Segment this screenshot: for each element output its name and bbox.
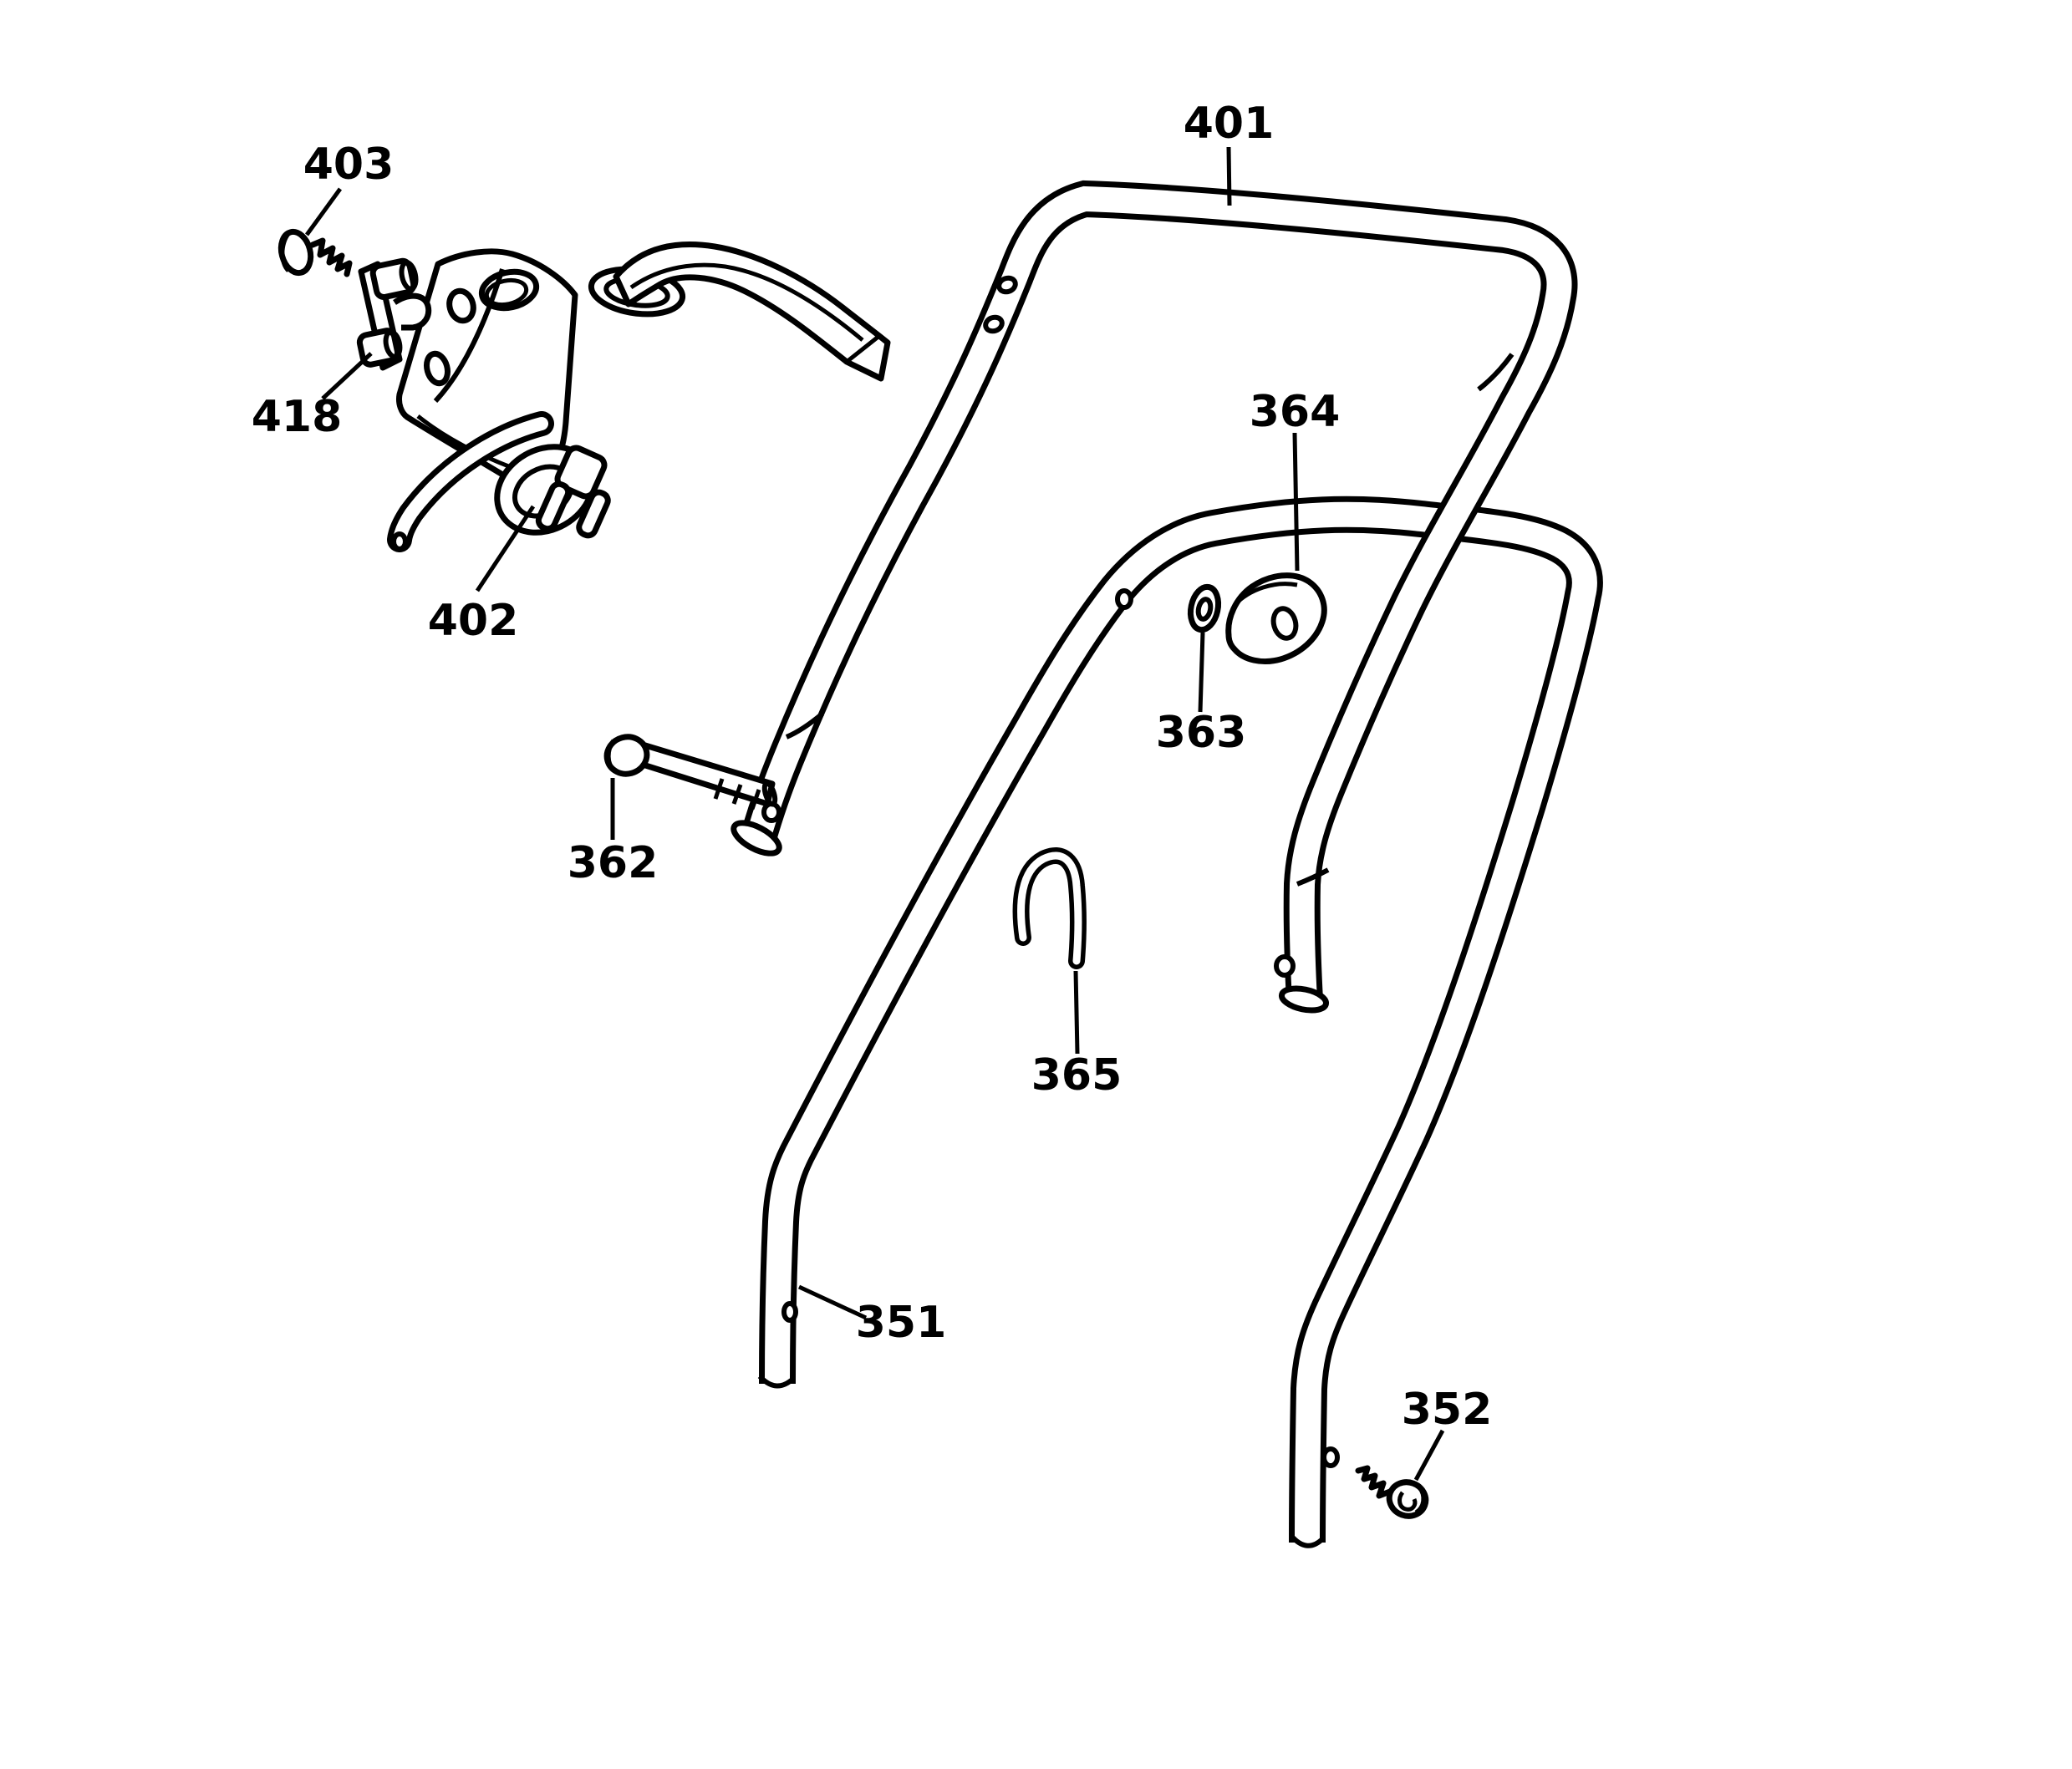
leader-line-418: [321, 352, 373, 400]
housing-ridge: [433, 268, 505, 404]
upper-handle-section-line: [1477, 353, 1515, 392]
lower-handle-hole: [1321, 1446, 1340, 1468]
leader-line-351: [797, 1284, 868, 1320]
leader-line-364: [1292, 432, 1300, 572]
part-label-364-wing-nut: 364: [1250, 387, 1341, 437]
switch-housing-drawing: [387, 241, 891, 552]
upper-handle-hole: [996, 275, 1018, 295]
lower-handle-hole: [781, 1301, 798, 1323]
housing-side-bump: [446, 287, 476, 324]
cable-clip-drawing: [1012, 847, 1087, 969]
labels-layer: 401 403 418 402 362 363 364 365 351 352: [252, 99, 1493, 1482]
part-label-418-cable-clamp: 418: [252, 392, 343, 442]
screw-352-drawing: [1355, 1465, 1429, 1519]
part-label-362-bolt: 362: [568, 838, 659, 888]
lower-handle-right-end-cap: [1289, 1533, 1326, 1548]
plug-prong: [576, 489, 611, 539]
part-label-365-cable-clip: 365: [1031, 1050, 1123, 1101]
leader-line-365: [1073, 970, 1080, 1055]
upper-handle-section-line: [1296, 867, 1330, 887]
upper-handle-right-end-opening: [1278, 985, 1330, 1014]
wing-nut-hole: [1270, 606, 1299, 641]
part-label-401-upper-handle: 401: [1184, 99, 1275, 149]
leader-line-402: [475, 505, 536, 592]
part-label-352-screw: 352: [1402, 1385, 1493, 1435]
lower-handle-hole: [1115, 588, 1133, 610]
wing-nut-drawing: [1225, 572, 1327, 664]
screw-403-drawing: [277, 228, 353, 277]
part-label-363-washer: 363: [1156, 708, 1247, 758]
leader-line-363: [1198, 632, 1205, 713]
upper-handle-section-line: [785, 711, 824, 740]
plug-prong: [535, 480, 572, 532]
upper-handle-hole: [983, 314, 1005, 334]
part-label-403-screw: 403: [303, 140, 395, 190]
bolt-drawing: [603, 734, 778, 810]
housing-side-bump: [424, 350, 451, 387]
part-label-351-lower-handle: 351: [856, 1298, 947, 1348]
part-label-402-switch-housing: 402: [428, 596, 519, 646]
leader-line-403: [304, 187, 343, 236]
washer-drawing: [1187, 583, 1222, 633]
screw-threads: [309, 237, 353, 277]
bolt-shaft: [637, 742, 776, 807]
cable-clamp-drawing: [356, 257, 432, 371]
screw-threads: [1355, 1465, 1393, 1499]
upper-handle-left-end-opening: [731, 820, 782, 857]
leader-line-352: [1413, 1429, 1445, 1482]
clamp-hook: [393, 292, 432, 331]
upper-handle-drawing: [731, 180, 1578, 1014]
washer-outer: [1187, 583, 1222, 633]
lower-handle-left-end-cap: [757, 1374, 797, 1389]
cable-end: [391, 531, 408, 552]
lower-handle-drawing: [757, 496, 1603, 1548]
plug-prong: [554, 445, 608, 500]
power-cable: [393, 417, 548, 546]
upper-handle-hole: [1274, 954, 1296, 978]
washer-inner: [1195, 597, 1214, 622]
